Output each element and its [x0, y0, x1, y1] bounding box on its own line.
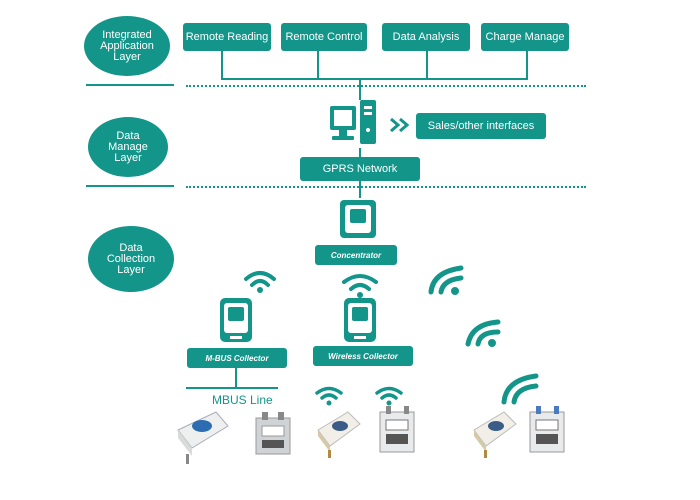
gas-meter-icon: [255, 412, 291, 455]
separator-line-2: [86, 185, 174, 187]
mbus-collector-device-icon: [220, 298, 252, 342]
water-meter-icon: [177, 411, 229, 464]
double-chevron-right-icon: [390, 117, 410, 133]
layer-data-manage: Data Manage Layer: [88, 117, 168, 177]
wireless-collector-box: Wireless Collector: [313, 346, 413, 366]
concentrator-box: Concentrator: [315, 245, 397, 265]
water-meter-icon: [473, 411, 517, 458]
wifi-signal-icon: [342, 274, 378, 298]
sales-other-interfaces-box: Sales/other interfaces: [416, 113, 546, 139]
gprs-network-box: GPRS Network: [300, 157, 420, 181]
data-analysis-box: Data Analysis: [382, 23, 470, 51]
remote-reading-box: Remote Reading: [183, 23, 271, 51]
wifi-signal-icon: [375, 386, 403, 406]
gas-meter-icon: [379, 406, 415, 453]
wifi-signal-icon: [465, 319, 501, 347]
separator-line-1: [86, 84, 174, 86]
remote-control-box: Remote Control: [281, 23, 367, 51]
mbus-collector-box: M-BUS Collector: [187, 348, 287, 368]
layer-data-collection: Data Collection Layer: [88, 226, 174, 292]
mbus-line-label: MBUS Line: [212, 393, 273, 407]
separator-dots-1: [186, 85, 586, 87]
wifi-signal-icon: [428, 265, 464, 295]
layer-integrated-application: Integrated Application Layer: [84, 16, 170, 76]
wifi-signal-icon: [244, 271, 276, 293]
charge-manage-box: Charge Manage: [481, 23, 569, 51]
separator-dots-2: [186, 186, 586, 188]
server-computer-icon: [330, 100, 376, 144]
concentrator-device-icon: [340, 200, 376, 238]
wifi-signal-icon: [315, 386, 343, 406]
wifi-signal-icon: [501, 373, 539, 405]
water-meter-icon: [317, 411, 361, 458]
wireless-collector-device-icon: [344, 298, 376, 342]
gas-meter-icon: [529, 406, 565, 453]
